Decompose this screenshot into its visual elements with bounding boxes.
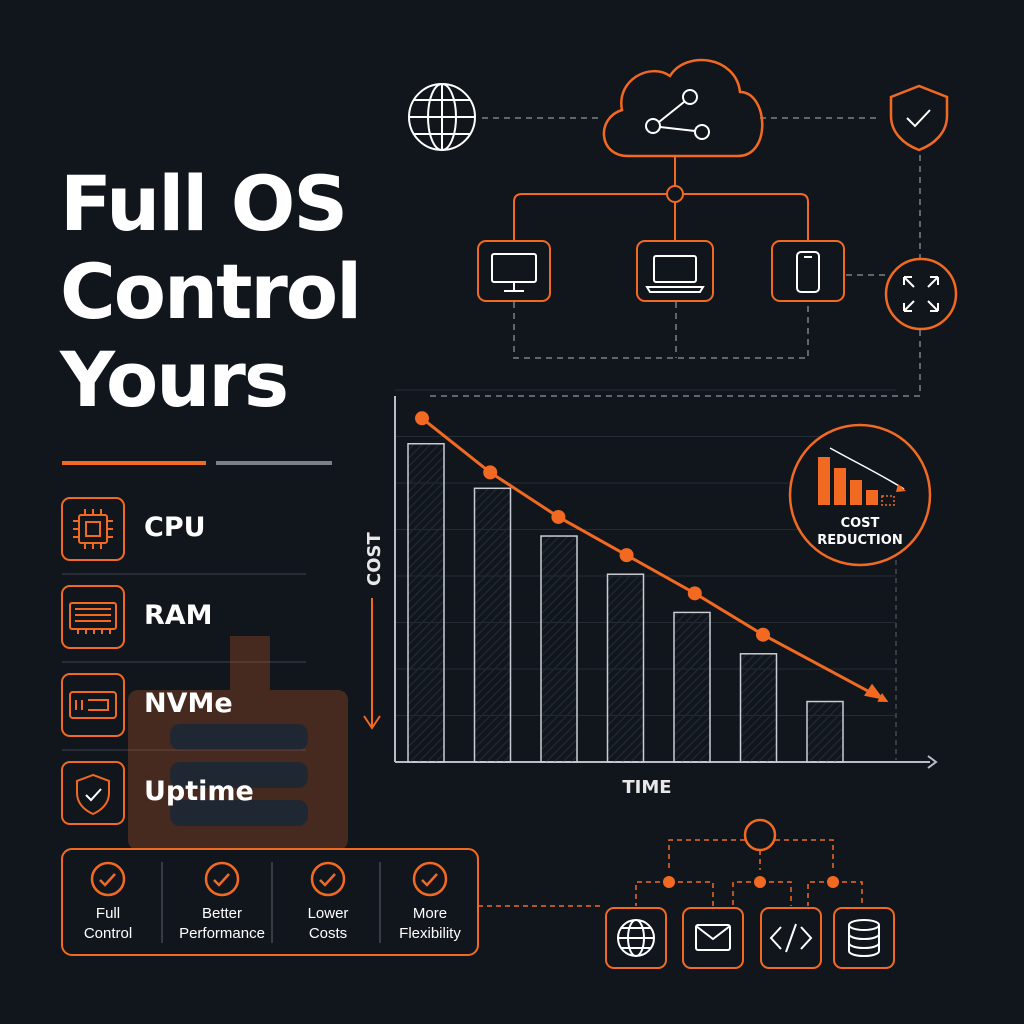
globe-icon — [408, 83, 476, 151]
chart-bar — [473, 487, 512, 763]
chart-x-label: TIME — [622, 777, 671, 798]
chart-bar — [673, 611, 711, 763]
benefit-lower-costs: Lower Costs — [273, 904, 383, 944]
chart-bar — [806, 700, 844, 763]
benefit-line-1: Better — [201, 905, 243, 922]
ram-module-icon — [61, 585, 125, 649]
title-line-3: Yours — [60, 335, 289, 424]
benefit-check-icon-1 — [90, 861, 126, 897]
benefit-check-icon-4 — [412, 861, 448, 897]
benefit-full-control: Full Control — [53, 904, 163, 944]
page-title: Full OS Control Yours — [60, 159, 362, 424]
cpu-chip-icon — [61, 497, 125, 561]
benefit-line-1: More — [412, 905, 448, 922]
benefits-panel — [61, 848, 479, 956]
chart-bar — [739, 653, 778, 763]
chart-bar — [407, 442, 445, 763]
benefit-check-icon-2 — [204, 861, 240, 897]
shield-check-icon — [889, 84, 949, 152]
benefit-line-2: Costs — [308, 925, 348, 942]
services-tree — [635, 818, 863, 906]
laptop-icon — [636, 240, 714, 302]
title-line-1: Full OS — [60, 159, 348, 248]
service-database-icon — [833, 907, 895, 969]
feature-label-cpu: CPU — [144, 512, 206, 543]
benefit-line-2: Control — [83, 925, 133, 942]
feature-label-uptime: Uptime — [144, 776, 254, 807]
benefit-better-performance: Better Performance — [163, 904, 281, 944]
feature-label-nvme: NVMe — [144, 688, 233, 719]
chart-y-label-arrowhead — [363, 715, 381, 730]
trend-arrowhead — [864, 683, 884, 700]
cloud-device-tree — [513, 156, 809, 240]
nvme-drive-icon — [61, 673, 125, 737]
chart-bar — [606, 573, 645, 763]
chart-y-label: COST — [364, 532, 385, 586]
smartphone-icon — [771, 240, 845, 302]
service-mail-icon — [682, 907, 744, 969]
badge-line-1: COST — [841, 516, 880, 531]
cloud-share-icon — [602, 58, 764, 158]
trend-point — [415, 411, 429, 426]
benefits-dividers — [161, 862, 381, 943]
benefit-line-1: Lower — [307, 905, 349, 922]
benefit-line-2: Performance — [179, 925, 265, 942]
trend-point — [687, 586, 702, 601]
chart-trend — [415, 411, 889, 703]
badge-line-2: REDUCTION — [817, 533, 902, 548]
cost-reduction-badge: COST REDUCTION — [788, 423, 932, 567]
benefit-check-icon-3 — [310, 861, 346, 897]
trend-point — [619, 548, 634, 563]
network-dashed-links — [430, 117, 921, 397]
service-code-icon — [760, 907, 822, 969]
desktop-monitor-icon — [477, 240, 551, 302]
service-globe-icon — [605, 907, 667, 969]
chart-bar — [540, 535, 578, 763]
trend-point — [483, 465, 498, 480]
expand-arrows-icon — [884, 257, 958, 331]
trend-point — [756, 627, 770, 642]
shield-check-icon — [61, 761, 125, 825]
feature-label-ram: RAM — [144, 600, 213, 631]
chart-bars — [407, 442, 844, 763]
server-watermark-icon — [128, 636, 348, 850]
chart-x-axis-arrow — [927, 755, 938, 769]
benefit-line-1: Full — [95, 905, 121, 922]
feature-separators — [62, 573, 306, 751]
trend-point — [551, 509, 566, 524]
benefit-check-icons — [90, 861, 448, 897]
title-line-2: Control — [60, 247, 362, 336]
benefit-line-2: Flexibility — [399, 925, 461, 942]
falling-bars-icon — [818, 457, 878, 505]
benefit-more-flexibility: More Flexibility — [375, 904, 485, 944]
